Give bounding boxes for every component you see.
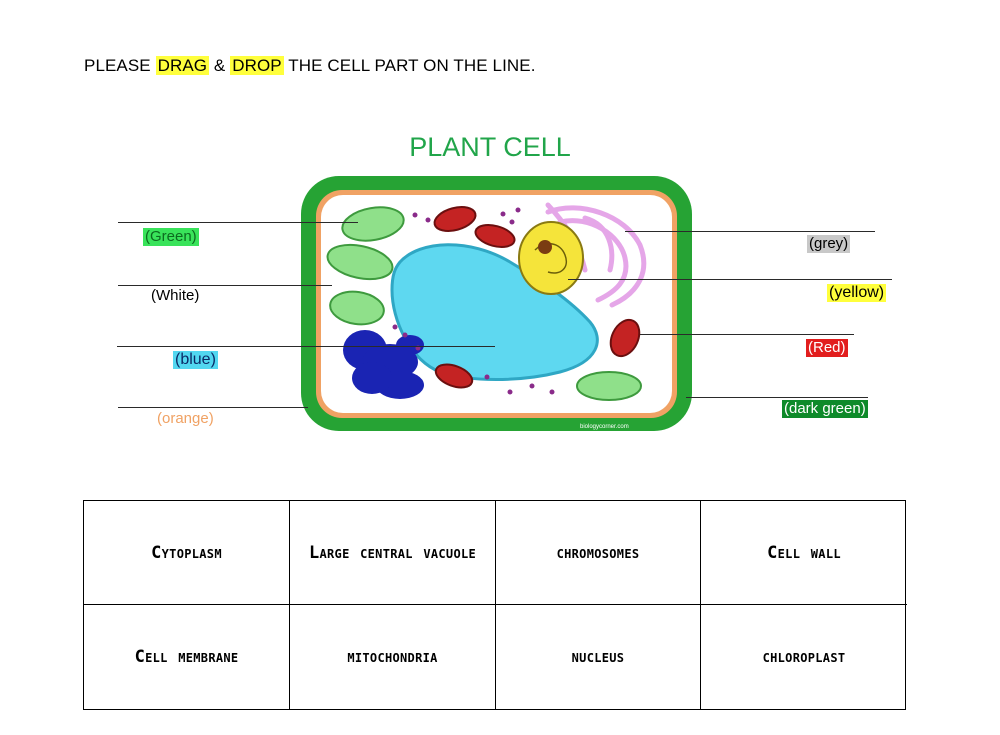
- drop-line-left-1[interactable]: [118, 222, 358, 223]
- word-tile-mitochondria[interactable]: mitochondria: [290, 605, 496, 709]
- diagram-watermark: biologycorner.com: [580, 424, 629, 430]
- word-tile-nucleus[interactable]: nucleus: [496, 605, 701, 709]
- chloroplasts: [326, 206, 642, 401]
- word-tile-cytoplasm[interactable]: Cytoplasm: [84, 501, 290, 605]
- hint-label-orange: (orange): [155, 410, 216, 428]
- mitochondria-shapes: [433, 206, 641, 389]
- word-tile-large-central-vacuole[interactable]: Large central vacuole: [290, 501, 496, 605]
- drop-line-right-3[interactable]: [640, 334, 854, 335]
- instruction-part: &: [209, 56, 231, 75]
- hint-label-yellow: (yellow): [827, 284, 887, 302]
- instruction-part: PLEASE: [84, 56, 156, 75]
- drop-line-left-2[interactable]: [118, 285, 332, 286]
- word-tile-cell-wall[interactable]: Cell wall: [701, 501, 907, 605]
- instruction-text: PLEASE DRAG & DROP THE CELL PART ON THE …: [84, 56, 536, 76]
- instruction-part: THE CELL PART ON THE LINE.: [283, 56, 536, 75]
- word-tile-cell-membrane[interactable]: Cell membrane: [84, 605, 290, 709]
- drop-line-right-1[interactable]: [625, 231, 875, 232]
- diagram-title: PLANT CELL: [409, 132, 571, 162]
- nucleus-shape: [518, 221, 584, 295]
- instruction-drag-highlight: DRAG: [155, 56, 210, 75]
- drop-line-left-4[interactable]: [118, 407, 308, 408]
- hint-label-white: (White): [149, 287, 202, 305]
- vacuole-shape: [390, 243, 599, 381]
- hint-label-dark-green: (dark green): [782, 400, 868, 418]
- word-tile-chromosomes[interactable]: chromosomes: [496, 501, 701, 605]
- golgi-shape: [343, 330, 424, 399]
- hint-label-blue: (blue): [173, 351, 218, 369]
- hint-label-green: (Green): [143, 228, 199, 246]
- hint-label-red: (Red): [806, 339, 848, 357]
- drop-line-right-2[interactable]: [568, 279, 892, 280]
- word-tile-chloroplast[interactable]: chloroplast: [762, 647, 846, 667]
- drop-line-right-4[interactable]: [686, 397, 868, 398]
- hint-label-grey: (grey): [807, 235, 851, 253]
- nucleolus-shape: [538, 240, 552, 254]
- drop-line-left-3[interactable]: [117, 346, 495, 347]
- ribosome-dots: [392, 207, 555, 395]
- word-bank: Cytoplasm Large central vacuole chromoso…: [83, 500, 907, 710]
- instruction-drop-highlight: DROP: [230, 56, 284, 75]
